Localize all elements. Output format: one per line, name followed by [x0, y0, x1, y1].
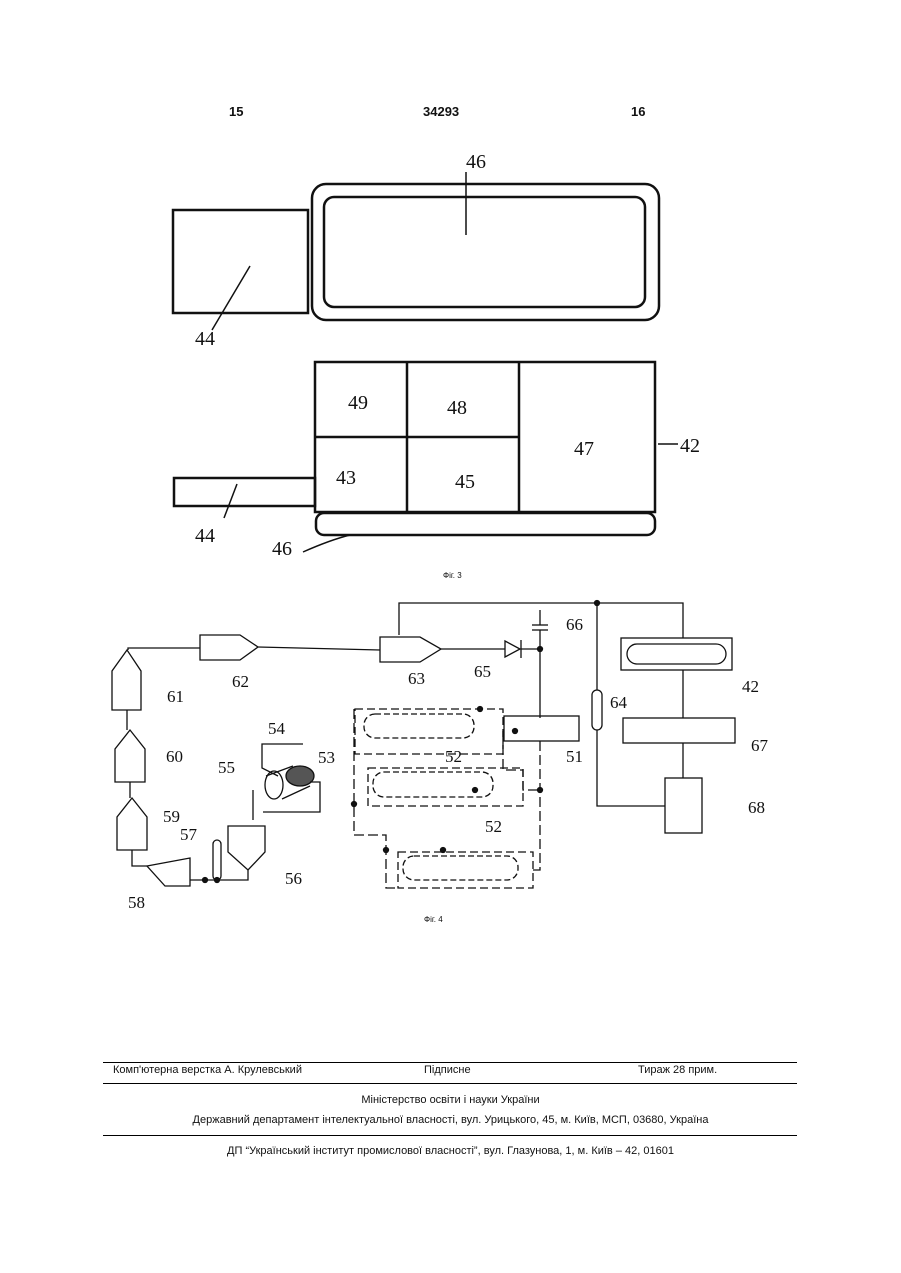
element-57	[213, 840, 221, 880]
block-61	[112, 650, 141, 710]
figure-3-caption: Фіг. 3	[443, 571, 462, 580]
label-52a: 52	[445, 747, 462, 766]
block-68	[665, 778, 702, 833]
base-46	[316, 513, 655, 535]
label-64: 64	[610, 693, 628, 712]
label-46-top: 46	[466, 151, 486, 173]
label-53: 53	[318, 748, 335, 767]
element-53	[286, 766, 314, 786]
figure-4-caption: Фіг. 4	[424, 915, 443, 924]
label-42-fig4: 42	[742, 677, 759, 696]
frame-46-outer	[312, 184, 659, 320]
label-47: 47	[574, 438, 594, 460]
label-48: 48	[447, 397, 467, 419]
label-46-bottom: 46	[272, 538, 292, 560]
block-58	[147, 858, 190, 886]
footer-institute: ДП “Український інститут промислової вла…	[0, 1145, 901, 1157]
label-51: 51	[566, 747, 583, 766]
footer-circulation: Тираж 28 прим.	[638, 1064, 717, 1076]
frame-46-inner	[324, 197, 645, 307]
box-44-top	[173, 210, 308, 313]
label-58: 58	[128, 893, 145, 912]
block-67	[623, 718, 735, 743]
box-44-bottom	[174, 478, 315, 506]
label-62: 62	[232, 672, 249, 691]
figure-3	[173, 172, 678, 552]
label-60: 60	[166, 747, 183, 766]
block-59	[117, 798, 147, 850]
footer-department: Державний департамент інтелектуальної вл…	[0, 1114, 901, 1126]
label-43: 43	[336, 467, 356, 489]
label-44-top: 44	[195, 328, 215, 350]
footer-rule-1	[103, 1062, 797, 1063]
label-54: 54	[268, 719, 286, 738]
label-42: 42	[680, 435, 700, 457]
figure-3-labels: 46 44 49 48 47 43 45 42 44 46	[195, 151, 700, 560]
label-44-bottom: 44	[195, 525, 215, 547]
block-42	[621, 638, 732, 670]
element-64	[592, 690, 602, 730]
label-55: 55	[218, 758, 235, 777]
label-68: 68	[748, 798, 765, 817]
figure-4	[112, 601, 735, 889]
footer-rule-3	[103, 1135, 797, 1136]
label-52b: 52	[485, 817, 502, 836]
block-60	[115, 730, 145, 782]
footer-rule-2	[103, 1083, 797, 1084]
cyclone-56	[228, 826, 265, 870]
footer-ministry: Міністерство освіти і науки України	[0, 1094, 901, 1106]
label-65: 65	[474, 662, 491, 681]
label-66: 66	[566, 615, 583, 634]
block-62	[200, 635, 258, 660]
label-45: 45	[455, 471, 475, 493]
label-49: 49	[348, 392, 368, 414]
label-63: 63	[408, 669, 425, 688]
label-59: 59	[163, 807, 180, 826]
label-56: 56	[285, 869, 302, 888]
footer-signed: Підписне	[424, 1064, 471, 1076]
label-57: 57	[180, 825, 198, 844]
block-63	[380, 637, 441, 662]
footer-typesetter: Комп'ютерна верстка А. Крулевський	[113, 1064, 302, 1076]
label-61: 61	[167, 687, 184, 706]
label-67: 67	[751, 736, 769, 755]
